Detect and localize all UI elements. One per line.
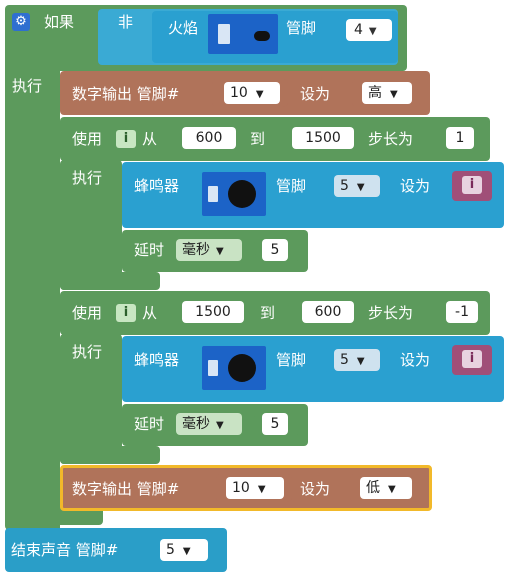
not-label: 非 xyxy=(118,13,134,31)
loop-foot-2 xyxy=(60,446,160,464)
use-label: 使用 xyxy=(72,130,103,148)
gear-icon[interactable]: ⚙ xyxy=(12,13,30,31)
from-value[interactable]: 600 xyxy=(182,127,236,149)
buzzer-pin-dropdown-2[interactable]: 5▼ xyxy=(334,349,380,371)
end-tone-pin-dropdown[interactable]: 5▼ xyxy=(160,539,208,561)
step-label-2: 步长为 xyxy=(368,304,414,322)
loop-foot xyxy=(60,272,160,290)
delay-unit-dropdown[interactable]: 毫秒▼ xyxy=(176,239,242,261)
pin-dropdown-2[interactable]: 10▼ xyxy=(226,477,284,499)
delay-value[interactable]: 5 xyxy=(262,239,288,261)
buzzer-var[interactable]: i xyxy=(462,176,482,194)
delay-label: 延时 xyxy=(134,241,165,259)
buzzer-label-2: 蜂鸣器 xyxy=(134,351,180,369)
delay-label-2: 延时 xyxy=(134,415,165,433)
end-tone-label: 结束声音 管脚# xyxy=(11,541,119,559)
step-label: 步长为 xyxy=(368,130,414,148)
step-value[interactable]: 1 xyxy=(446,127,474,149)
level-dropdown-2[interactable]: 低▼ xyxy=(360,477,412,499)
if-block-spine xyxy=(5,60,60,530)
flame-label: 火焰 xyxy=(168,19,199,37)
set-label-2: 设为 xyxy=(300,480,331,498)
loop-do-label: 执行 xyxy=(72,169,103,187)
loop-do-label-2: 执行 xyxy=(72,343,103,361)
pin-dropdown[interactable]: 10▼ xyxy=(224,82,280,104)
flame-pin-label: 管脚 xyxy=(286,19,317,37)
level-dropdown[interactable]: 高▼ xyxy=(362,82,412,104)
for-loop-spine-2 xyxy=(60,334,122,464)
buzzer-set-label: 设为 xyxy=(400,177,431,195)
buzzer-block-2[interactable] xyxy=(122,336,504,402)
buzzer-pin-label-2: 管脚 xyxy=(276,351,307,369)
buzzer-set-label-2: 设为 xyxy=(400,351,431,369)
to-label-2: 到 xyxy=(260,304,276,322)
buzzer-label: 蜂鸣器 xyxy=(134,177,180,195)
buzzer-block[interactable] xyxy=(122,162,504,228)
from-value-2[interactable]: 1500 xyxy=(182,301,244,323)
buzzer-icon-2 xyxy=(202,346,266,390)
flame-sensor-icon xyxy=(208,14,278,54)
delay-unit-dropdown-2[interactable]: 毫秒▼ xyxy=(176,413,242,435)
step-value-2[interactable]: -1 xyxy=(446,301,478,323)
from-label: 从 xyxy=(142,130,158,148)
loop-var-2[interactable]: i xyxy=(116,304,136,322)
if-label: 如果 xyxy=(44,13,75,31)
to-label: 到 xyxy=(250,130,266,148)
loop-var[interactable]: i xyxy=(116,130,136,148)
digital-out-label: 数字输出 管脚# xyxy=(72,85,180,103)
digital-out-label-2: 数字输出 管脚# xyxy=(72,480,180,498)
to-value[interactable]: 1500 xyxy=(292,127,354,149)
buzzer-var-2[interactable]: i xyxy=(462,350,482,368)
delay-value-2[interactable]: 5 xyxy=(262,413,288,435)
buzzer-icon xyxy=(202,172,266,216)
buzzer-pin-dropdown[interactable]: 5▼ xyxy=(334,175,380,197)
from-label-2: 从 xyxy=(142,304,158,322)
for-loop-spine xyxy=(60,160,122,290)
flame-pin-dropdown[interactable]: 4▼ xyxy=(346,19,392,41)
buzzer-pin-label: 管脚 xyxy=(276,177,307,195)
set-label: 设为 xyxy=(300,85,331,103)
do-label: 执行 xyxy=(12,77,43,95)
use-label-2: 使用 xyxy=(72,304,103,322)
to-value-2[interactable]: 600 xyxy=(302,301,354,323)
